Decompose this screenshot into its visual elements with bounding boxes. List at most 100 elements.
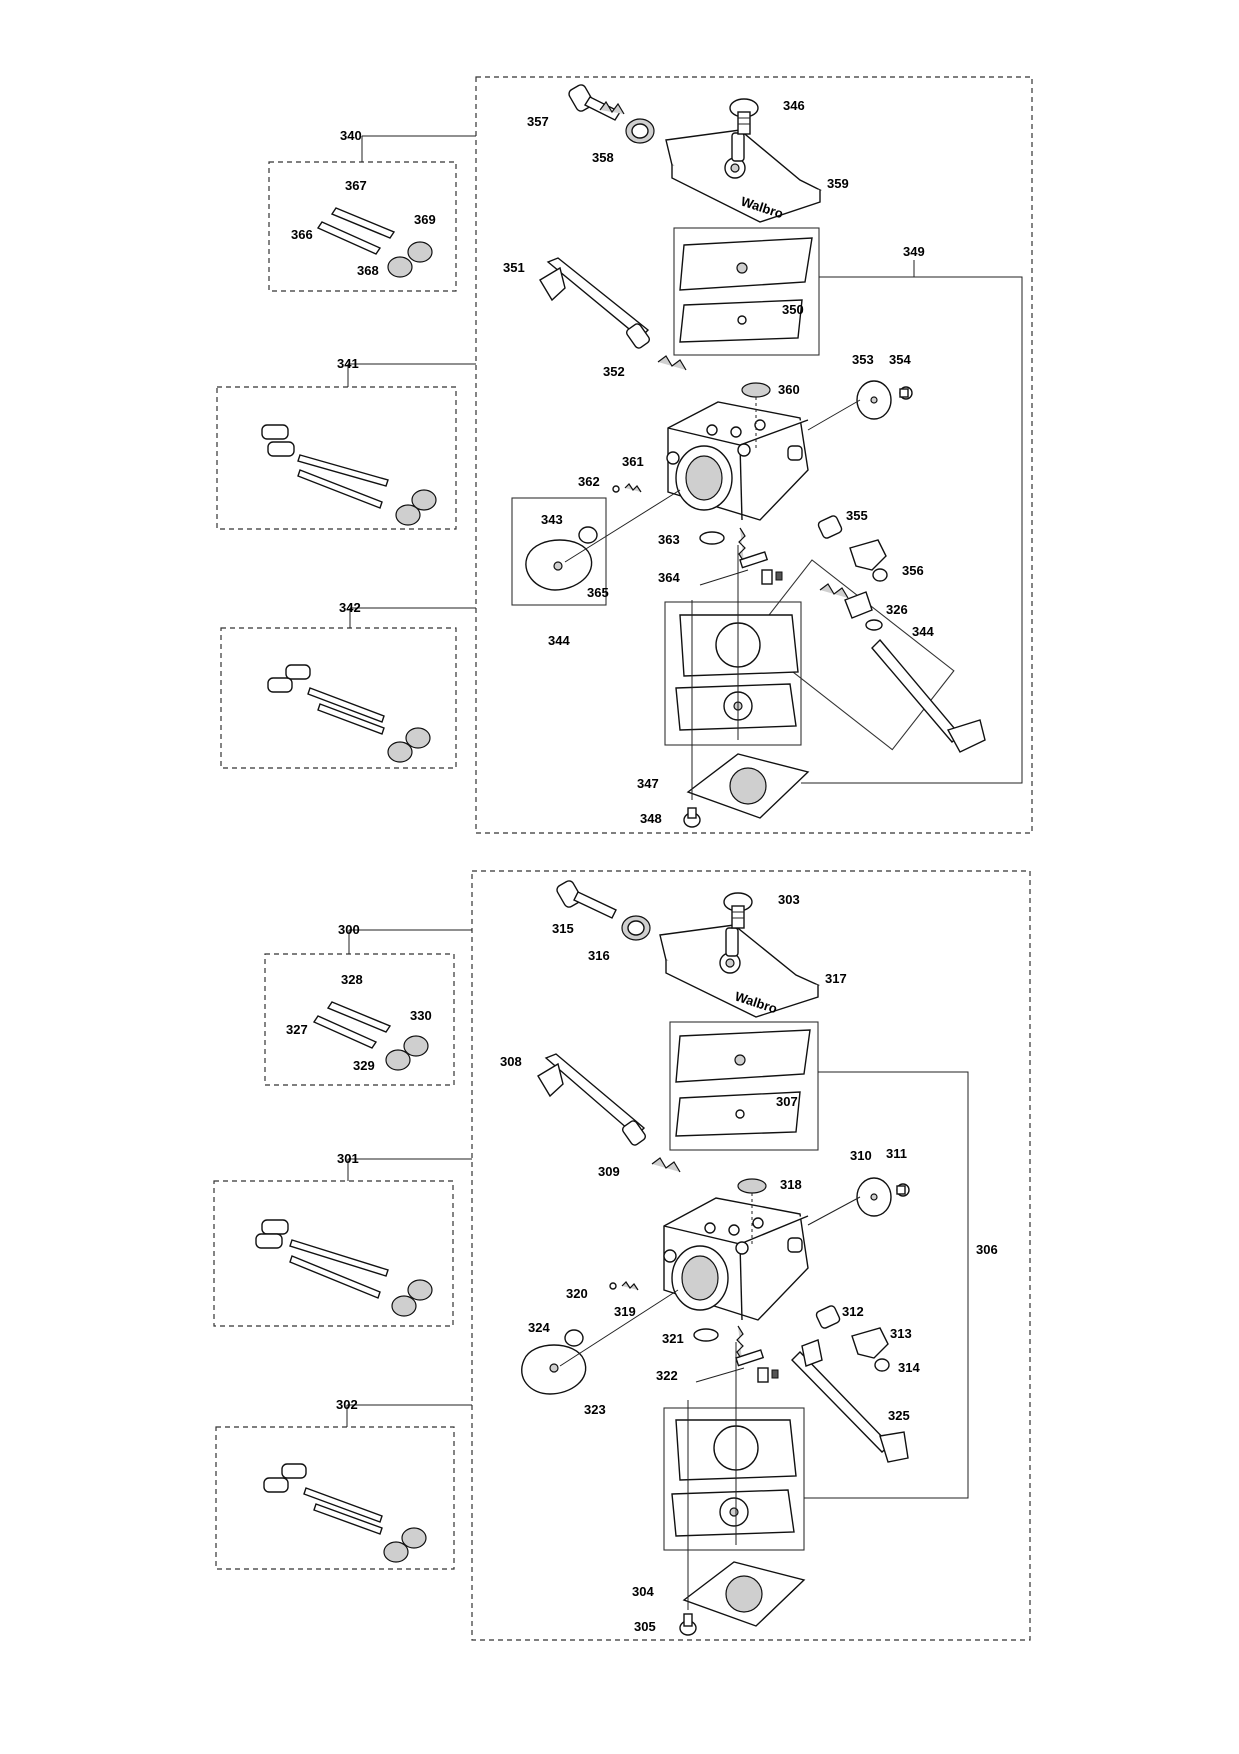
callout-362: 362 xyxy=(578,474,600,489)
callout-303: 303 xyxy=(778,892,800,907)
callout-302: 302 xyxy=(336,1397,358,1412)
callout-325: 325 xyxy=(888,1408,910,1423)
kit-box-301 xyxy=(213,1180,454,1327)
upper-callouts: 340 341 342 344 344 346 347 348 349 350 … xyxy=(291,98,934,826)
callout-319: 319 xyxy=(614,1304,636,1319)
callout-360: 360 xyxy=(778,382,800,397)
lower-main-box xyxy=(471,870,1031,1641)
cover-347-icon xyxy=(686,753,810,819)
callout-363: 363 xyxy=(658,532,680,547)
callout-355: 355 xyxy=(846,508,868,523)
callout-350: 350 xyxy=(782,302,804,317)
callout-353: 353 xyxy=(852,352,874,367)
kit-box-302 xyxy=(215,1426,455,1570)
callout-367: 367 xyxy=(345,178,367,193)
throttle-shaft-308-icon xyxy=(537,1053,646,1146)
callout-308: 308 xyxy=(500,1054,522,1069)
bracket-306 xyxy=(804,1071,969,1499)
callout-352: 352 xyxy=(603,364,625,379)
throttle-plate-310-icon xyxy=(856,1177,892,1217)
lower-assembly: Walbro xyxy=(213,870,1031,1641)
spring-319-icon xyxy=(621,1281,639,1291)
callout-306: 306 xyxy=(976,1242,998,1257)
callout-368: 368 xyxy=(357,263,379,278)
callout-343: 343 xyxy=(541,512,563,527)
callout-312: 312 xyxy=(842,1304,864,1319)
kit-341-needles-icon xyxy=(261,424,437,526)
callout-315: 315 xyxy=(552,921,574,936)
spring-309-icon xyxy=(651,1157,681,1173)
filter-318-icon xyxy=(737,1178,767,1246)
callout-349: 349 xyxy=(903,244,925,259)
screw-305-icon xyxy=(679,1613,697,1636)
kit-box-341 xyxy=(216,386,457,530)
callout-310: 310 xyxy=(850,1148,872,1163)
callout-369: 369 xyxy=(414,212,436,227)
adjust-screw-315-icon xyxy=(556,880,617,919)
callout-311: 311 xyxy=(886,1146,907,1161)
screw-346-icon xyxy=(729,98,759,135)
callout-365: 365 xyxy=(587,585,609,600)
callout-304: 304 xyxy=(632,1584,654,1599)
callout-361: 361 xyxy=(622,454,644,469)
filter-360-icon xyxy=(741,382,771,450)
callout-359: 359 xyxy=(827,176,849,191)
spring-361-icon xyxy=(624,483,642,493)
cover-304-icon xyxy=(682,1561,806,1627)
callout-313: 313 xyxy=(890,1326,912,1341)
gasket-350-icon xyxy=(679,237,813,343)
callout-314: 314 xyxy=(898,1360,920,1375)
box-349-top xyxy=(673,227,820,356)
callout-324: 324 xyxy=(528,1320,550,1335)
oring-363-icon xyxy=(699,531,725,545)
callout-364: 364 xyxy=(658,570,680,585)
callout-344-left: 344 xyxy=(548,633,570,648)
callout-357: 357 xyxy=(527,114,549,129)
kit-301-needles-icon xyxy=(255,1219,433,1317)
callout-320: 320 xyxy=(566,1286,588,1301)
callout-321: 321 xyxy=(662,1331,684,1346)
callout-309: 309 xyxy=(598,1164,620,1179)
screw-303-icon xyxy=(723,892,753,929)
lever-313-icon xyxy=(851,1327,890,1372)
adjust-screw-357-icon xyxy=(568,84,625,121)
callout-316: 316 xyxy=(588,948,610,963)
screw-311-icon xyxy=(896,1183,910,1197)
callout-301: 301 xyxy=(337,1151,359,1166)
inlet-needle-364-icon xyxy=(699,527,783,586)
lower-top-cover: Walbro xyxy=(659,924,820,1018)
screw-348-icon xyxy=(683,807,701,828)
box-306-bottom xyxy=(663,1407,805,1551)
callout-305: 305 xyxy=(634,1619,656,1634)
upper-assembly: Walbro xyxy=(216,76,1033,834)
lower-carburetor-body xyxy=(663,1197,809,1321)
choke-plate-323-icon xyxy=(521,1329,587,1395)
callout-354: 354 xyxy=(889,352,911,367)
kit-box-342 xyxy=(220,627,457,769)
oring-321-icon xyxy=(693,1328,719,1342)
ball-320-icon xyxy=(609,1282,617,1290)
callout-329: 329 xyxy=(353,1058,375,1073)
callout-356: 356 xyxy=(902,563,924,578)
upper-main-box xyxy=(475,76,1033,834)
kit-342-needles-icon xyxy=(267,664,431,763)
throttle-shaft-351-icon xyxy=(539,257,650,349)
lever-356-icon xyxy=(849,539,888,582)
ball-362-icon xyxy=(612,485,620,493)
box-306-top xyxy=(669,1021,819,1151)
bushing-312-icon xyxy=(815,1305,841,1329)
kit-300-needles-icon xyxy=(312,1001,429,1071)
throttle-plate-353-icon xyxy=(856,380,892,420)
gasket-307-icon xyxy=(675,1029,811,1137)
carburetor-body xyxy=(666,401,809,521)
spring-352-icon xyxy=(657,355,687,371)
callout-318: 318 xyxy=(780,1177,802,1192)
box-344-small xyxy=(511,497,607,606)
callout-327: 327 xyxy=(286,1022,308,1037)
callout-300: 300 xyxy=(338,922,360,937)
choke-shaft-325-icon xyxy=(791,1339,909,1463)
diaphragm-gaskets-upper-icon xyxy=(675,614,799,731)
box-349-bottom xyxy=(664,601,802,746)
callout-330: 330 xyxy=(410,1008,432,1023)
